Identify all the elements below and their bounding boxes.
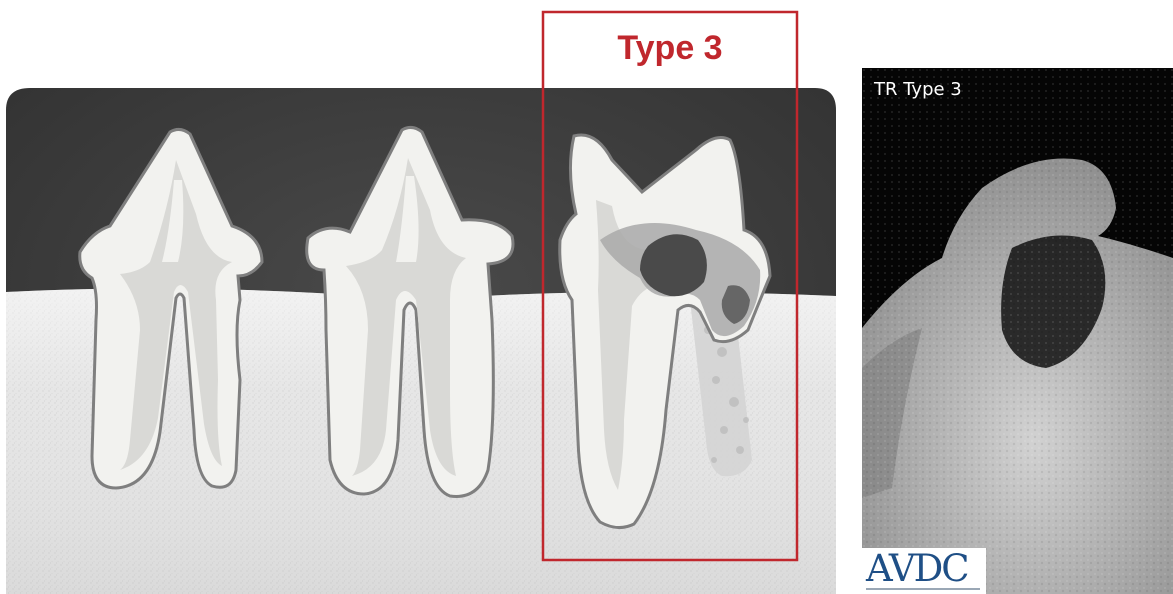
logo-underline [866,588,980,590]
avdc-logo-text: AVDC [866,550,968,588]
radiograph-image [862,68,1173,594]
radiograph-label: TR Type 3 [874,80,962,100]
dental-illustration [0,0,840,594]
type-3-title: Type 3 [542,30,798,66]
